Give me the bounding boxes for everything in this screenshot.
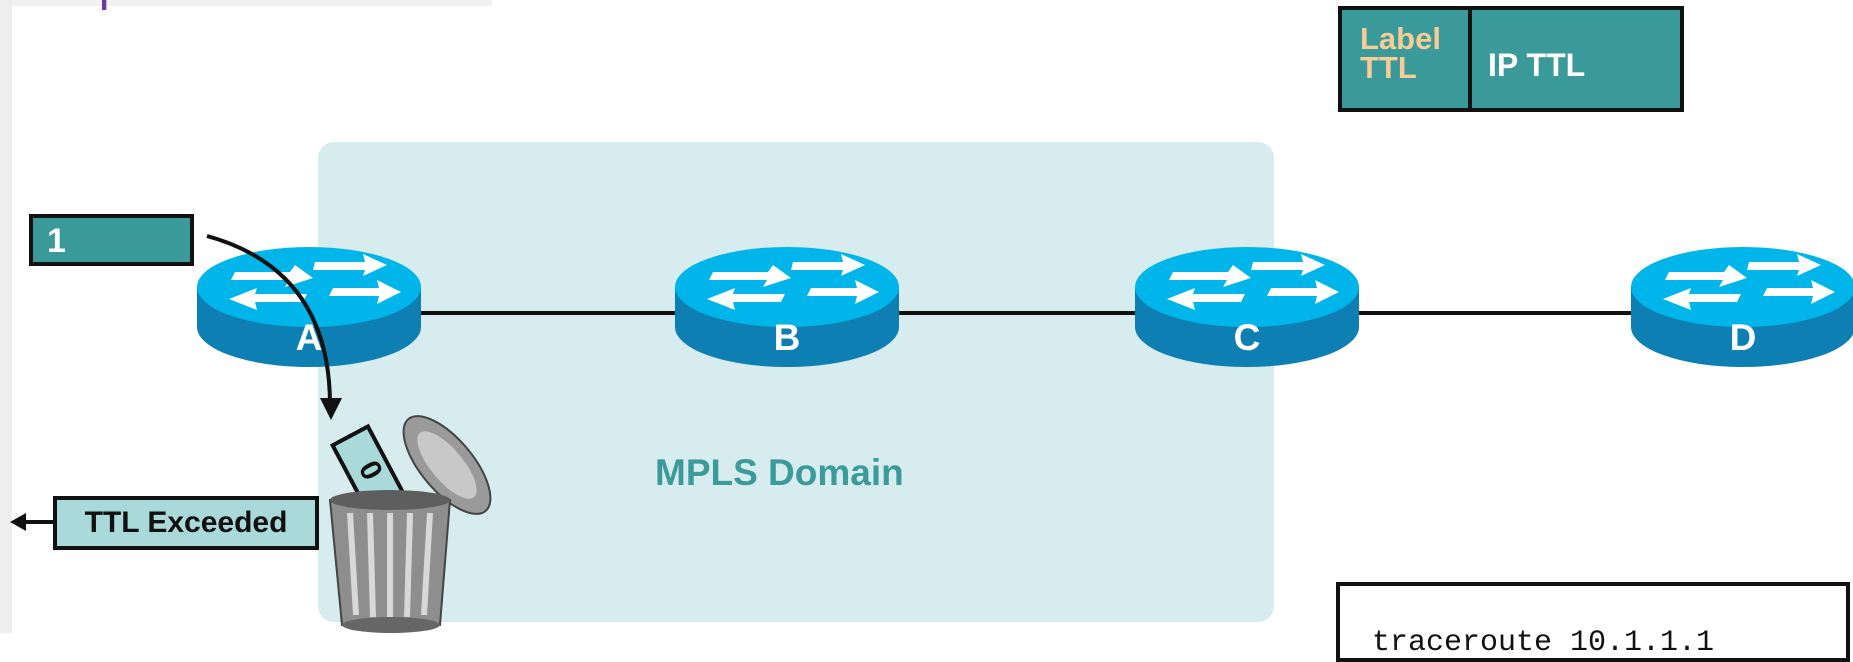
ip-ttl-field: IP TTL	[1488, 47, 1586, 83]
mpls-header-format: Label TTL IP TTL	[1338, 6, 1684, 112]
arrow-left-icon	[10, 513, 54, 531]
router-b: B	[673, 232, 901, 382]
top-margin-strip	[12, 0, 492, 6]
router-a: A	[195, 232, 423, 382]
router-label: B	[773, 317, 801, 358]
router-label: A	[295, 317, 323, 358]
trash-can-icon: 0	[328, 415, 492, 633]
link-c-d	[1355, 311, 1645, 315]
mpls-domain-label: MPLS Domain	[655, 452, 904, 493]
link-b-c	[895, 311, 1140, 315]
label-ttl-field: Label TTL	[1342, 10, 1472, 108]
router-d: D	[1629, 232, 1853, 382]
link-a-b	[420, 311, 700, 315]
terminal-command: traceroute 10.1.1.1	[1372, 626, 1715, 660]
incoming-packet-ttl: 1	[29, 214, 194, 266]
router-icon	[675, 247, 899, 367]
router-icon	[1135, 247, 1359, 367]
label-ttl-text: Label TTL	[1360, 21, 1441, 86]
router-icon	[1631, 247, 1853, 367]
router-label: C	[1233, 317, 1261, 358]
router-icon	[197, 247, 421, 367]
terminal-box: traceroute 10.1.1.1	[1336, 582, 1850, 662]
decrement-curve-arrow	[206, 234, 342, 420]
router-label: D	[1729, 317, 1757, 358]
mpls-domain-area	[318, 142, 1274, 622]
ttl-exceeded-message: TTL Exceeded	[53, 496, 319, 550]
left-margin-strip	[0, 0, 12, 633]
cropped-heading-fragment: T	[95, 0, 114, 17]
router-c: C	[1133, 232, 1361, 382]
